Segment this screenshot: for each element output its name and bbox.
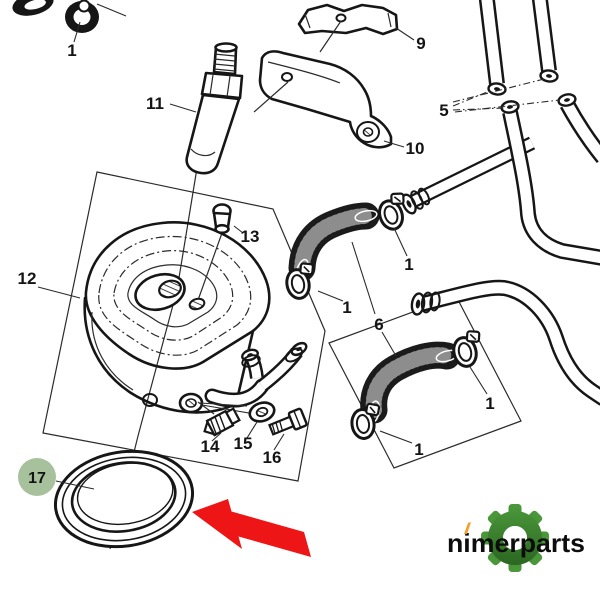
pipe-assembly-drawing <box>401 0 600 406</box>
part-callout: 1 <box>404 255 413 274</box>
part-callout: 15 <box>234 434 253 453</box>
leader-lines <box>37 21 561 490</box>
brand-logo: nimerparts <box>447 504 585 572</box>
part-callout: 5 <box>439 101 448 120</box>
part-callout: 14 <box>201 437 220 456</box>
gear-icon <box>481 504 549 572</box>
highlight-circle[interactable] <box>18 458 56 496</box>
sender-unit-drawing <box>185 42 244 175</box>
part-callout: 1 <box>67 41 76 60</box>
part-callout-highlighted: 17 <box>28 470 46 487</box>
oil-cooler-drawing <box>83 221 308 414</box>
part-callout: 16 <box>263 448 282 467</box>
part-callout: 9 <box>416 34 425 53</box>
brand-wordmark: nimerparts <box>447 528 585 558</box>
top-bracket-drawing <box>297 3 399 53</box>
part-callout: 11 <box>146 94 164 113</box>
flame-accent-icon <box>464 522 471 534</box>
part-callout: 13 <box>241 227 260 246</box>
part-callout: 1 <box>342 298 351 317</box>
cap-bolt-drawing <box>212 203 232 235</box>
arrow-left-icon <box>192 499 311 557</box>
part-callout: 1 <box>414 440 423 459</box>
seal-ring-drawing <box>53 449 195 549</box>
l-bracket-drawing <box>253 50 393 149</box>
plug-washer-bolt-drawing <box>197 401 308 437</box>
part-callout: 1 <box>485 394 494 413</box>
callout-numbers: 1 11 9 10 5 12 13 1 1 6 1 1 14 15 16 <box>18 34 495 467</box>
elbow-hose-drawing <box>288 202 461 424</box>
part-callout: 10 <box>406 139 425 158</box>
part-callout: 12 <box>18 269 37 288</box>
part-17-marker[interactable]: 17 <box>18 458 56 496</box>
partial-clamp-drawing <box>12 0 127 33</box>
part-callout: 6 <box>374 315 383 334</box>
